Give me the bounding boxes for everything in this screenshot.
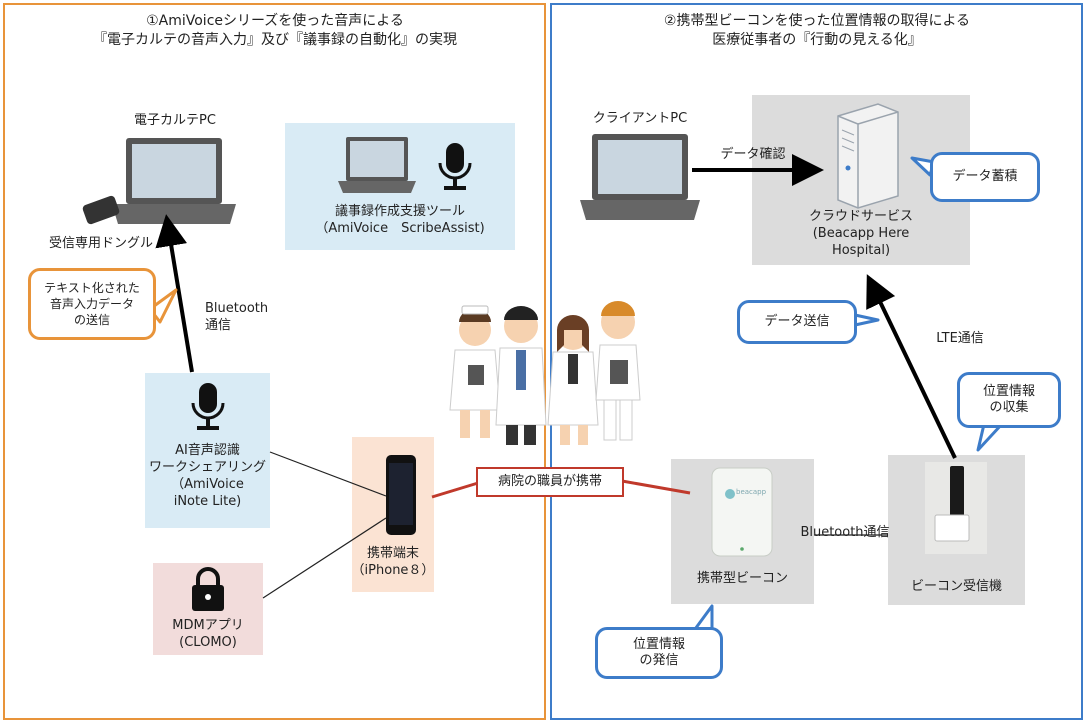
phone-label: 携帯端末 （iPhone８） [351,546,435,578]
bluetooth-comm-label: Bluetooth通信 [800,525,890,540]
ehr-pc-label: 電子カルテPC [134,113,216,128]
dongle-label: 受信専用ドングル [48,236,153,251]
bluetooth-label: Bluetooth 通信 [205,301,269,333]
inote-label: AI音声認識 ワークシェアリング （AmiVoice iNote Lite) [148,443,266,509]
data-check-label: データ確認 [720,147,786,162]
mdm-label: MDMアプリ (CLOMO) [172,618,244,650]
left-panel-title: ①AmiVoiceシリーズを使った音声による 『電子カルテの音声入力』及び『議事… [93,13,457,48]
text-data-bubble: テキスト化された 音声入力データ の送信 [28,268,156,340]
data-send-bubble: データ送信 [737,300,857,344]
cloud-service-label: クラウドサービス (Beacapp Here Hospital) [808,209,913,258]
staff-carry-label: 病院の職員が携帯 [476,467,624,497]
left-panel [3,3,546,720]
location-send-bubble: 位置情報 の発信 [595,627,723,679]
beacon-logo: beacapp [736,488,767,496]
scribe-assist-label: 議事録作成支援ツール （AmiVoice ScribeAssist) [315,204,485,236]
right-panel-title: ②携帯型ビーコンを使った位置情報の取得による 医療従事者の『行動の見える化』 [663,13,971,48]
client-pc-label: クライアントPC [592,111,688,126]
receiver-label: ビーコン受信機 [910,579,1002,594]
lte-label: LTE通信 [936,331,984,346]
data-store-bubble: データ蓄積 [930,152,1040,202]
beacon-label: 携帯型ビーコン [696,571,788,586]
location-collect-bubble: 位置情報 の収集 [957,372,1061,428]
